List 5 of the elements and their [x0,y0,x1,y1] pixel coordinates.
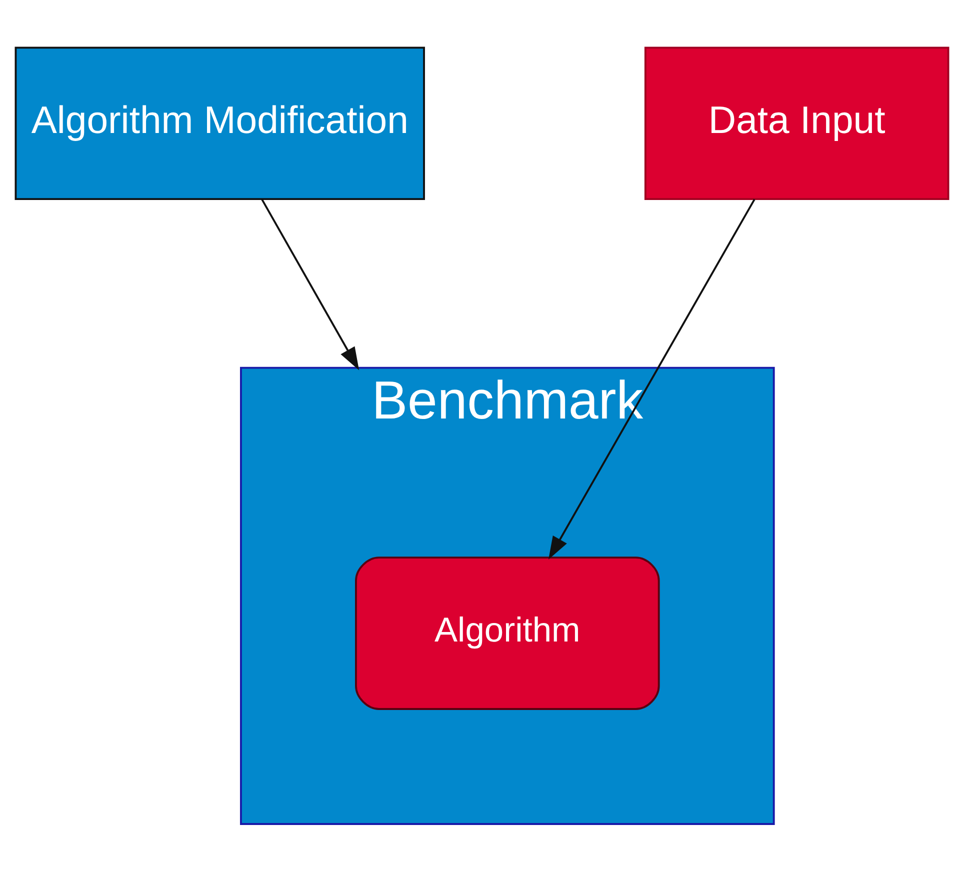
node-box: Data Input [644,46,950,200]
node-box: Algorithm [355,556,660,710]
node-box: Algorithm Modification [14,46,425,200]
arrow [261,198,360,370]
arrow [548,198,756,560]
